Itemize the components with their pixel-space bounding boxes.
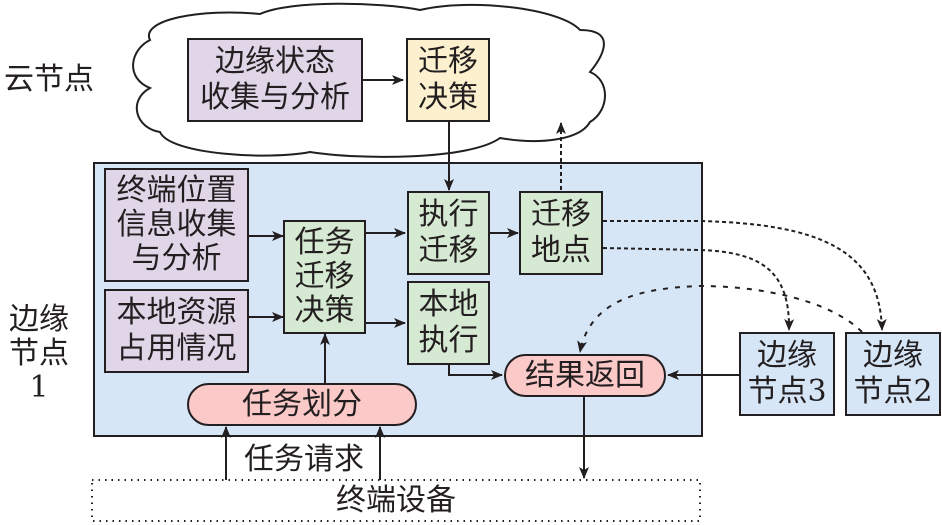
execute-migration-box: 执行 迁移 xyxy=(407,191,490,275)
task-request-label: 任务请求 xyxy=(244,442,364,477)
result-return-box: 结果返回 xyxy=(504,354,666,397)
edge-node-1-label: 边缘 节点1 xyxy=(9,302,69,405)
arrow-site-to-node3 xyxy=(602,247,795,331)
task-migration-decision-box: 任务 迁移 决策 xyxy=(283,220,366,334)
task-partition-box: 任务划分 xyxy=(187,383,417,426)
edge-node-3-box: 边缘 节点3 xyxy=(739,332,835,416)
local-execution-box: 本地 执行 xyxy=(407,281,490,365)
cloud-migration-decision-box: 迁移 决策 xyxy=(406,38,490,122)
cloud-node-label: 云节点 xyxy=(4,62,94,97)
migration-site-box: 迁移 地点 xyxy=(519,191,603,275)
arrow-site-to-node2 xyxy=(603,220,887,331)
arrow-local-to-result xyxy=(448,363,503,380)
arrow-node2-to-result xyxy=(577,284,863,353)
edge-state-collection-box: 边缘状态 收集与分析 xyxy=(187,38,363,122)
terminal-location-box: 终端位置 信息收集 与分析 xyxy=(104,168,249,282)
terminal-device-label: 终端设备 xyxy=(336,483,456,518)
edge-node-2-box: 边缘 节点2 xyxy=(845,332,941,416)
local-resource-box: 本地资源 占用情况 xyxy=(104,289,249,373)
